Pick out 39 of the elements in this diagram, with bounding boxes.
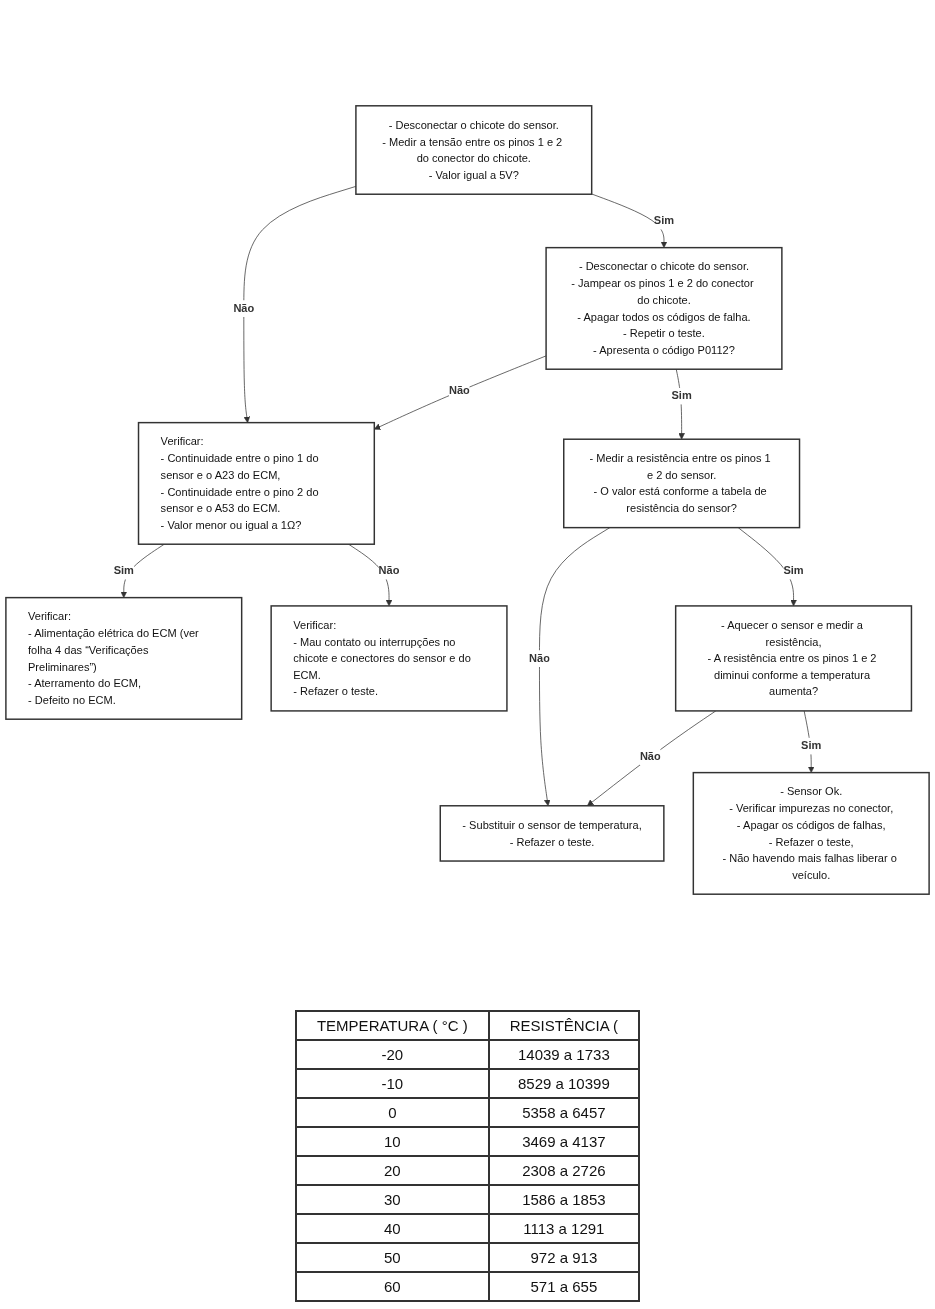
edge-label: Não	[233, 301, 255, 315]
edge-label: Não	[639, 749, 661, 763]
table-cell: 5358 a 6457	[488, 1098, 640, 1127]
table-cell: 571 a 655	[488, 1272, 640, 1301]
node-box: - Desconectar o chicote do sensor. - Medir a tensão entre os pinos 1 e 2 do conector do chicote. - Valor igual a 5V?	[355, 105, 593, 195]
node-box: - Medir a resistência entre os pinos 1 e 2 do sensor. - O valor está conforme a tabela de resistência do sensor?	[563, 438, 801, 529]
node-box: Verificar: - Mau contato ou interrupções no chicote e conectores do sensor e do ECM. - Refazer o teste.	[270, 605, 508, 712]
node-box: Verificar: - Alimentação elétrica do ECM (ver folha 4 das “Verificações Preliminares”) - Aterramento do ECM, - Defeito no ECM.	[5, 596, 243, 720]
node-box: - Substituir o sensor de temperatura, - Refazer o teste.	[439, 805, 665, 862]
edge-label: Sim	[113, 564, 134, 577]
edge-label: Sim	[653, 214, 675, 227]
edge-label: Não	[448, 383, 470, 397]
node-box: Verificar: - Continuidade entre o pino 1 do sensor e o A23 do ECM, - Continuidade entre o pino 2 do sensor e o A53 do ECM. - Valor menor ou igual a 1Ω?	[137, 421, 376, 545]
table-cell: 50	[295, 1243, 489, 1272]
table-cell: 0	[295, 1098, 489, 1127]
node-box: - Desconectar o chicote do sensor. - Jampear os pinos 1 e 2 do conector do chicote. - Apagar todos os códigos de falha. - Repetir o teste. - Apresenta o código P0112?	[545, 246, 783, 370]
table-cell: 972 a 913	[488, 1243, 640, 1272]
table-cell: -10	[295, 1069, 489, 1098]
edge-label: Sim	[801, 739, 822, 752]
edge-label: Sim	[671, 389, 692, 402]
table-cell: 14039 a 1733	[488, 1040, 640, 1069]
table-cell: 2308 a 2726	[488, 1156, 640, 1185]
edge-label: Sim	[783, 564, 804, 577]
table-cell: 60	[295, 1272, 489, 1301]
table-cell: 8529 a 10399	[488, 1069, 640, 1098]
table-cell: 3469 a 4137	[488, 1127, 640, 1156]
table-cell: 1586 a 1853	[488, 1185, 640, 1214]
edge-label: Não	[529, 651, 550, 665]
table-cell: 30	[295, 1185, 489, 1214]
table-cell: 20	[295, 1156, 489, 1185]
node-box: - Aquecer o sensor e medir a resistência, - A resistência entre os pinos 1 e 2 diminui conforme a temperatura aumenta?	[674, 605, 913, 712]
node-box: - Sensor Ok. - Verificar impurezas no conector, - Apagar os códigos de falhas, - Refazer o teste, - Não havendo mais falhas liberar o veículo.	[692, 771, 930, 895]
table-cell: 10	[295, 1127, 489, 1156]
table-cell: -20	[295, 1040, 489, 1069]
edge-label: Não	[378, 564, 400, 577]
table-cell: 1113 a 1291	[488, 1214, 640, 1243]
table-header: TEMPERATURA ( °C )	[295, 1011, 489, 1040]
table-cell: 40	[295, 1214, 489, 1243]
table-header: RESISTÊNCIA (	[488, 1011, 640, 1040]
